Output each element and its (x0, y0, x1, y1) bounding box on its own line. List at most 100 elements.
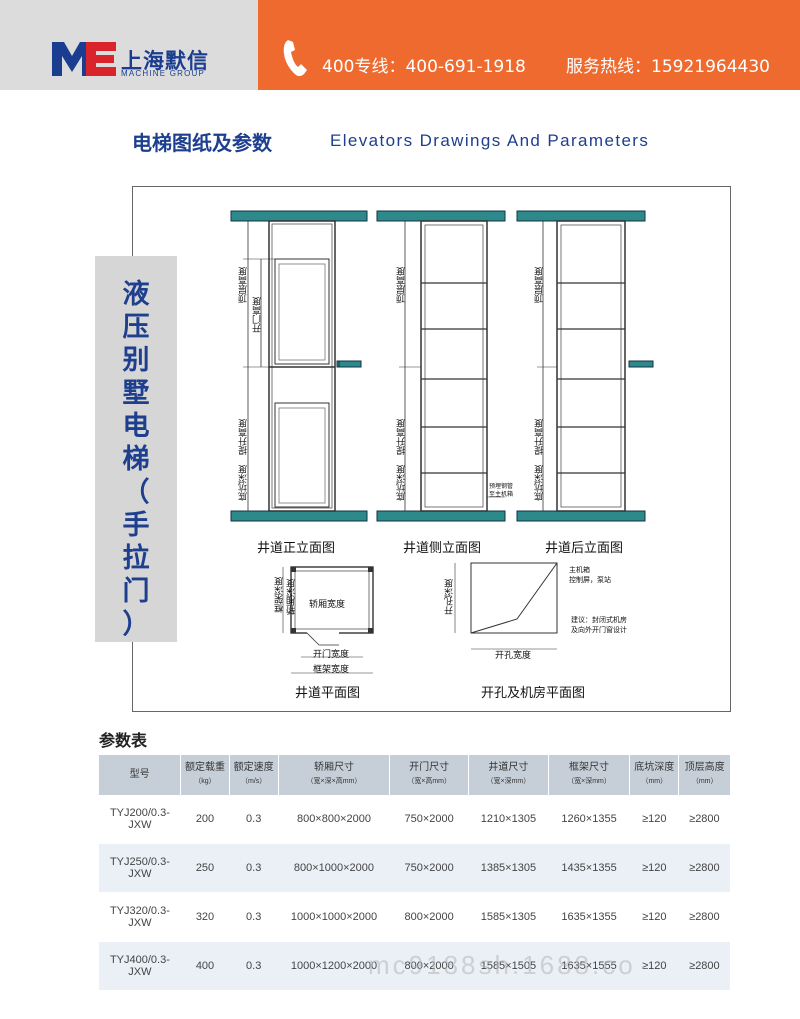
machine-room-drawing (454, 562, 558, 650)
dim-pit-depth-side: 底坑深度 (397, 465, 407, 501)
table-cell: 400 (180, 941, 230, 990)
table-cell: 750×2000 (389, 795, 469, 844)
table-cell: 0.3 (229, 795, 279, 844)
plan-car-width: 轿厢宽度 (309, 600, 346, 610)
machine-room-label: 开孔及机房平面图 (481, 686, 586, 701)
table-cell: TYJ400/0.3-JXW (99, 941, 181, 990)
banner-char: 梯 (122, 444, 150, 475)
product-banner: 液 压 别 墅 电 梯 （ 手 拉 门 ） (95, 256, 177, 642)
back-elevation-drawing (516, 210, 654, 522)
col-header: 井道尺寸（宽×深mm） (468, 755, 549, 795)
banner-char: 压 (122, 312, 150, 343)
page-header: 上海默信 MACHINE GROUP 400专线：400-691-1918 服务… (0, 0, 800, 90)
table-cell: 1635×1555 (548, 941, 630, 990)
hotline-text: 400专线：400-691-1918 (322, 57, 526, 77)
plan-view-label: 井道平面图 (295, 686, 361, 701)
table-cell: 1385×1305 (468, 843, 549, 893)
col-header: 顶层高度（mm） (678, 755, 730, 795)
side-pipe-note: 预埋钢管 至主机箱 (489, 483, 514, 498)
table-cell: ≥2800 (678, 843, 730, 893)
banner-char: 手 (122, 510, 150, 541)
banner-char: 别 (122, 345, 150, 376)
logo-area: 上海默信 MACHINE GROUP (0, 0, 258, 90)
dim-pit-depth-front: 底坑深度 (239, 465, 249, 501)
side-elevation-label: 井道侧立面图 (403, 541, 482, 556)
dim-lift-height-side: 提升高度 (397, 419, 407, 455)
banner-char: 墅 (122, 378, 150, 409)
machine-box-note: 主机箱 控制屏，泵站 (569, 566, 611, 584)
table-cell: 800×1000×2000 (278, 843, 390, 893)
table-cell: ≥2800 (678, 892, 730, 942)
hotline-bar: 400专线：400-691-1918 服务热线：15921964430 (258, 0, 800, 90)
table-cell: ≥120 (629, 843, 679, 893)
table-cell: ≥120 (629, 892, 679, 942)
opening-width: 开孔宽度 (495, 651, 532, 661)
params-title: 参数表 (99, 731, 148, 750)
logo-cn-text: 上海默信 (121, 49, 209, 73)
dim-top-height-side: 顶层高度 (397, 267, 407, 303)
dim-lift-height-back: 提升高度 (535, 419, 545, 455)
table-cell: 200 (180, 795, 230, 844)
table-cell: 1210×1305 (468, 795, 549, 844)
banner-char: 液 (122, 279, 150, 310)
banner-char: 拉 (122, 543, 150, 574)
front-elevation-label: 井道正立面图 (257, 541, 336, 556)
dim-pit-depth-back: 底坑深度 (535, 465, 545, 501)
section-title-cn: 电梯图纸及参数 (132, 131, 272, 155)
product-name: 液 压 别 墅 电 梯 （ 手 拉 门 ） (95, 278, 177, 641)
table-cell: ≥120 (629, 795, 679, 844)
table-cell: 320 (180, 892, 230, 942)
table-cell: 1435×1355 (548, 843, 630, 893)
opening-depth: 开孔深度 (445, 579, 455, 615)
plan-view-drawing (282, 566, 374, 674)
table-cell: 800×2000 (389, 941, 469, 990)
table-cell: 750×2000 (389, 843, 469, 893)
table-cell: 1585×1505 (468, 941, 549, 990)
logo-mark-icon (52, 42, 116, 76)
table-cell: TYJ250/0.3-JXW (99, 843, 181, 893)
section-title-en: Elevators Drawings And Parameters (330, 131, 650, 150)
table-header-row: 型号 额定载重（kg） 额定速度（m/s） 轿厢尺寸（宽×深×高mm） 开门尺寸… (99, 755, 730, 795)
elevator-drawings (230, 210, 654, 674)
logo-en-text: MACHINE GROUP (121, 69, 206, 78)
banner-char: 门 (122, 576, 150, 607)
table-cell: 250 (180, 843, 230, 893)
banner-char: ） (122, 609, 150, 640)
watermark: mc9188sh.1688.co (368, 950, 636, 980)
plan-door-width: 开门宽度 (313, 650, 350, 660)
col-header: 开门尺寸（宽×高mm） (389, 755, 469, 795)
col-header: 轿厢尺寸（宽×深×高mm） (278, 755, 391, 795)
dim-top-height-front: 顶层高度 (239, 267, 249, 303)
dim-door-height-front: 开门高度 (253, 297, 263, 333)
table-cell: 1585×1305 (468, 892, 549, 942)
table-cell: TYJ320/0.3-JXW (99, 892, 181, 942)
table-cell: TYJ200/0.3-JXW (99, 795, 181, 844)
banner-char: 电 (122, 411, 150, 442)
table-row: TYJ250/0.3-JXW 250 0.3 800×1000×2000 750… (99, 843, 730, 893)
table-cell: 1260×1355 (548, 795, 630, 844)
service-hotline-text: 服务热线：15921964430 (566, 57, 770, 77)
table-cell: ≥120 (629, 941, 679, 990)
table-cell: 0.3 (229, 843, 279, 893)
table-row: TYJ400/0.3-JXW 400 0.3 1000×1200×2000 80… (99, 941, 730, 990)
table-cell: 1635×1355 (548, 892, 630, 942)
suggestion-note: 建议：封闭式机房 及向外开门窗设计 (571, 616, 627, 634)
table-cell: ≥2800 (678, 941, 730, 990)
table-row: TYJ200/0.3-JXW 200 0.3 800×800×2000 750×… (99, 795, 730, 844)
table-row: TYJ320/0.3-JXW 320 0.3 1000×1000×2000 80… (99, 892, 730, 942)
table-cell: 1000×1200×2000 (278, 941, 390, 990)
col-header: 额定载重（kg） (180, 755, 230, 795)
table-cell: 0.3 (229, 892, 279, 942)
table-cell: 800×800×2000 (278, 795, 390, 844)
plan-frame-width: 框架宽度 (313, 665, 350, 675)
drawing-frame: 顶层高度 开门高度 提升高度 底坑深度 顶层高度 提升高度 底坑深度 预埋钢管 … (132, 186, 731, 712)
col-header: 框架尺寸（宽×深mm） (548, 755, 631, 795)
params-table: 型号 额定载重（kg） 额定速度（m/s） 轿厢尺寸（宽×深×高mm） 开门尺寸… (99, 755, 730, 990)
banner-char: （ (122, 477, 150, 508)
plan-car-depth: 轿厢深度 (287, 579, 297, 615)
col-header: 底坑深度（mm） (629, 755, 680, 795)
side-elevation-drawing (338, 210, 506, 522)
back-elevation-label: 井道后立面图 (545, 541, 624, 556)
dim-top-height-back: 顶层高度 (535, 267, 545, 303)
col-header: 型号 (99, 755, 182, 795)
